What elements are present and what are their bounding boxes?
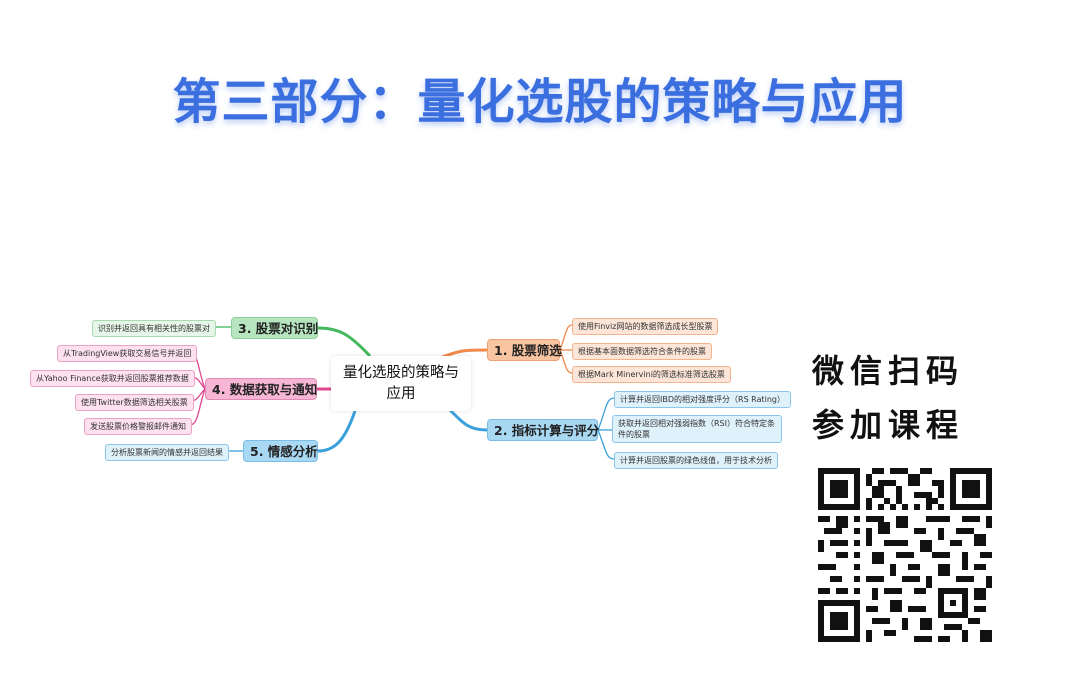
branch-pair-identification: 3. 股票对识别: [231, 317, 318, 339]
leaf-yahoo-finance: 从Yahoo Finance获取并返回股票推荐数据: [30, 370, 195, 387]
leaf-price-alert: 发送股票价格警报邮件通知: [84, 418, 192, 435]
branch-sentiment-analysis: 5. 情感分析: [243, 440, 318, 462]
leaf-correlated-pairs: 识别并返回具有相关性的股票对: [92, 320, 216, 337]
leaf-fundamental-screen: 根据基本面数据筛选符合条件的股票: [572, 343, 712, 360]
promo-line-1: 微信扫码: [812, 352, 965, 390]
branch-data-notification: 4. 数据获取与通知: [205, 378, 317, 400]
leaf-rsi: 获取并返回相对强弱指数（RSI）符合特定条件的股票: [612, 415, 782, 443]
leaf-tradingview: 从TradingView获取交易信号并返回: [57, 345, 198, 362]
connector-b3: [317, 326, 372, 358]
connector-b2: [448, 408, 488, 432]
leaf-green-line: 计算并返回股票的绿色线值，用于技术分析: [614, 452, 778, 469]
leaf-rs-rating: 计算并返回IBD的相对强度评分（RS Rating）: [614, 391, 791, 408]
leaf-news-sentiment: 分析股票新闻的情感并返回结果: [105, 444, 229, 461]
page-title: 第三部分：量化选股的策略与应用: [172, 74, 908, 130]
promo-line-2: 参加课程: [812, 406, 965, 444]
center-node-label: 量化选股的策略与应用: [343, 364, 459, 402]
mindmap-center-node: 量化选股的策略与应用: [331, 356, 471, 411]
leaf-twitter: 使用Twitter数据筛选相关股票: [75, 394, 194, 411]
branch-stock-screening: 1. 股票筛选: [487, 339, 562, 361]
leaf-finviz-screen: 使用Finviz网站的数据筛选成长型股票: [572, 318, 719, 335]
qr-code-image[interactable]: [818, 468, 992, 642]
leaf-minervini-screen: 根据Mark Minervini的筛选标准筛选股票: [572, 366, 731, 383]
branch-indicator-scoring: 2. 指标计算与评分: [487, 419, 599, 441]
connector-b5: [317, 410, 357, 453]
